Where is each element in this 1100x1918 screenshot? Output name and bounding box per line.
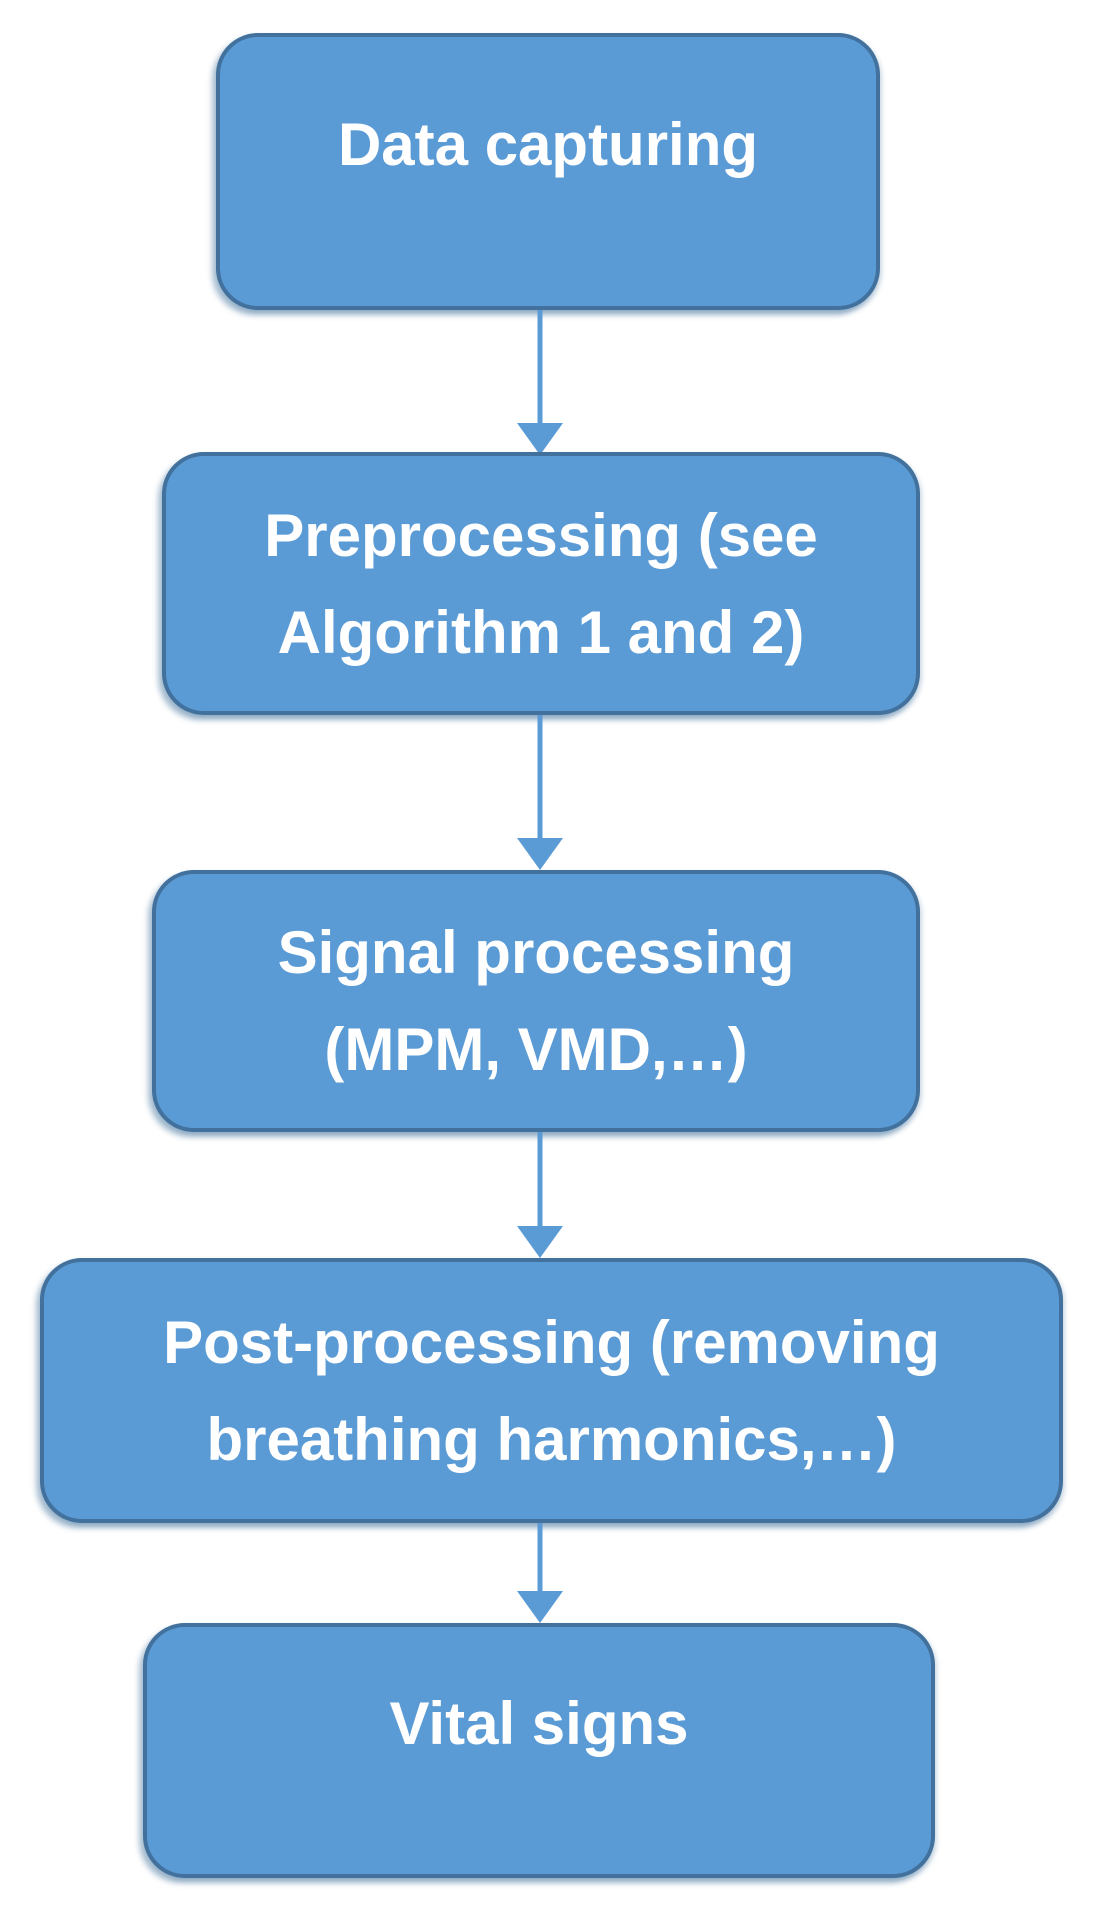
flow-node-data-capturing: Data capturing (216, 33, 880, 310)
arrowhead-down-icon (517, 838, 563, 870)
arrow-line (537, 310, 543, 425)
flow-node-vital-signs: Vital signs (143, 1623, 935, 1878)
flow-arrow-1 (517, 310, 563, 455)
arrow-line (537, 1523, 543, 1593)
arrow-line (537, 715, 543, 840)
arrowhead-down-icon (517, 423, 563, 455)
flow-node-preprocessing: Preprocessing (see Algorithm 1 and 2) (162, 452, 920, 715)
flow-node-label: Algorithm 1 and 2) (277, 598, 805, 666)
flow-node-label: (MPM, VMD,…) (324, 1016, 748, 1083)
flow-node-label: breathing harmonics,…) (206, 1405, 897, 1473)
flow-node-label: Vital signs (389, 1689, 689, 1757)
flow-node-post-processing: Post-processing (removing breathing harm… (40, 1258, 1063, 1523)
arrowhead-down-icon (517, 1591, 563, 1623)
flow-arrow-3 (517, 1132, 563, 1258)
flow-arrow-4 (517, 1523, 563, 1623)
flow-node-label: Preprocessing (see (264, 501, 818, 569)
flow-node-label: Post-processing (removing (163, 1308, 940, 1376)
arrowhead-down-icon (517, 1226, 563, 1258)
flow-node-label: Signal processing (277, 919, 795, 986)
flow-node-signal-processing: Signal processing (MPM, VMD,…) (152, 870, 920, 1132)
flow-node-label: Data capturing (337, 110, 759, 178)
flow-arrow-2 (517, 715, 563, 870)
arrow-line (537, 1132, 543, 1228)
